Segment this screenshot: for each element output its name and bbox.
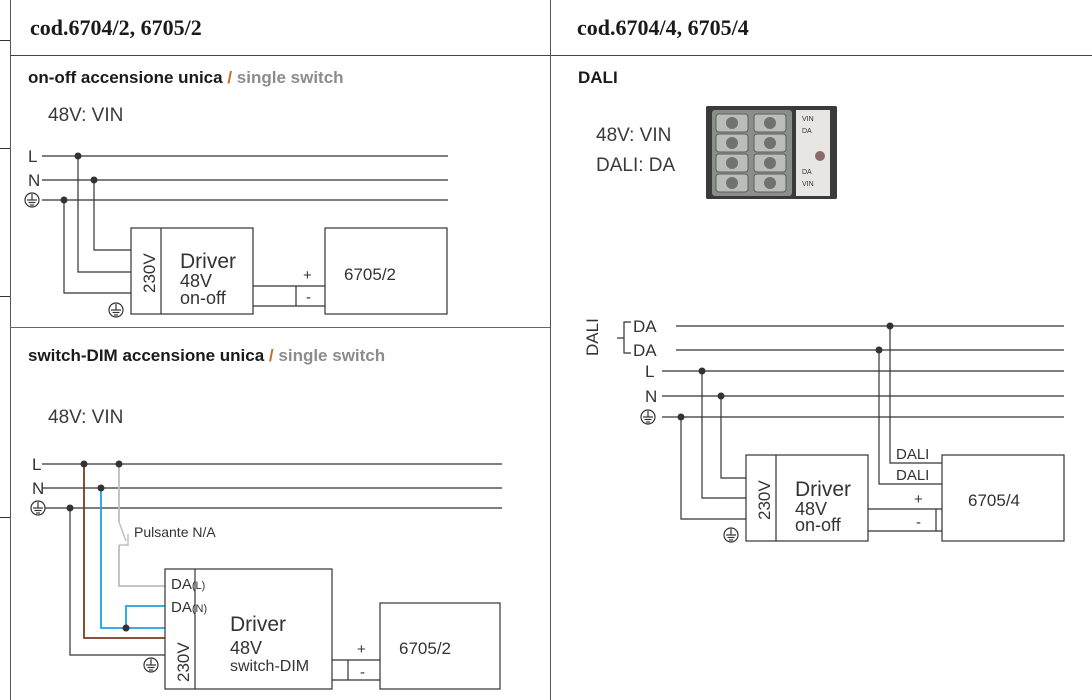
section3-label-DA2: DA <box>633 341 657 360</box>
section2-driver-mode: switch-DIM <box>230 658 309 675</box>
section3-dali-terminal-1: DALI <box>896 446 929 463</box>
section2-title-slash: / <box>268 346 274 365</box>
photo-label: DA <box>802 169 812 176</box>
section2-label-N: N <box>32 479 44 498</box>
earth-ground-icon <box>108 302 124 318</box>
section1-title-it: on-off accensione unica <box>28 68 223 87</box>
section3-driver-mode: on-off <box>795 515 842 535</box>
section2-driver-output: 48V <box>230 638 262 658</box>
section1-junctions <box>60 152 98 204</box>
section3-driver-voltage: 230V <box>755 480 774 520</box>
section1-voltage-label: 48V: VIN <box>48 105 124 126</box>
section1-title-slash: / <box>227 68 233 87</box>
photo-label: VIN <box>802 116 814 123</box>
section2-minus: - <box>360 664 365 681</box>
margin-tick <box>0 40 10 41</box>
section2-title-it: switch-DIM accensione unica <box>28 346 265 365</box>
section3-voltage-label: 48V: VIN <box>596 125 672 146</box>
section1-driver-mode: on-off <box>180 288 227 308</box>
section3-title: DALI <box>578 68 618 87</box>
section1-driver-name: Driver <box>180 250 236 273</box>
margin-tick <box>0 148 10 149</box>
section1-driver-voltage: 230V <box>140 253 159 293</box>
section1-title: on-off accensione unica / single switch <box>28 68 344 88</box>
section2-voltage-label: 48V: VIN <box>48 407 124 428</box>
section2-title-en: single switch <box>278 346 386 365</box>
section1-driver-output: 48V <box>180 271 212 291</box>
section1-label-L: L <box>28 147 37 166</box>
section2-plus: + <box>357 641 366 658</box>
margin-tick <box>0 296 10 297</box>
section1-title-en: single switch <box>236 68 344 87</box>
section2-lamp-label: 6705/2 <box>399 639 451 658</box>
section2-label-L: L <box>32 455 41 474</box>
column-divider <box>550 0 551 700</box>
section2-diagram <box>42 463 502 690</box>
terminal-block-drawing: VIN DA DA VIN <box>706 106 837 199</box>
section3-dali-terminal-2: DALI <box>896 467 929 484</box>
header-right: cod.6704/4, 6705/4 <box>551 0 1092 56</box>
section3-label-DA1: DA <box>633 317 657 336</box>
section1-lamp-label: 6705/2 <box>344 265 396 284</box>
section2-pushbutton-label: Pulsante N/A <box>134 524 216 540</box>
section1-diagram <box>42 155 448 315</box>
section3-lamp-label: 6705/4 <box>968 491 1020 510</box>
margin-tick <box>0 517 10 518</box>
earth-ground-icon <box>143 657 159 673</box>
section3-label-N: N <box>645 387 657 406</box>
photo-label: DA <box>802 128 812 135</box>
earth-ground-icon <box>24 192 40 208</box>
section3-label-L: L <box>645 362 654 381</box>
header-left: cod.6704/2, 6705/2 <box>10 0 550 56</box>
section2-driver-name: Driver <box>230 613 286 636</box>
section1-plus: + <box>303 267 312 284</box>
section2-junctions <box>66 460 130 632</box>
section2-da-l: DA(L) <box>171 576 205 593</box>
photo-label: VIN <box>802 181 814 188</box>
section2-da-n: DA(N) <box>171 599 207 616</box>
earth-ground-icon <box>640 409 656 425</box>
section3-minus: - <box>916 514 921 531</box>
section3-driver-output: 48V <box>795 499 827 519</box>
section2-driver-voltage: 230V <box>174 642 193 682</box>
row-divider <box>10 327 550 328</box>
section2-title: switch-DIM accensione unica / single swi… <box>28 346 385 366</box>
terminal-block-photo: VIN DA DA VIN <box>706 106 837 199</box>
section3-dali-label: DALI: DA <box>596 155 676 176</box>
section3-plus: + <box>914 491 923 508</box>
section1-minus: - <box>306 289 311 306</box>
section3-diagram <box>617 321 1065 542</box>
earth-ground-icon <box>30 500 46 516</box>
section1-label-N: N <box>28 171 40 190</box>
earth-ground-icon <box>723 527 739 543</box>
table-frame <box>10 0 1092 700</box>
section3-bus-group-label: DALI <box>583 318 602 356</box>
section3-driver-name: Driver <box>795 478 851 501</box>
section3-junctions <box>677 322 894 421</box>
